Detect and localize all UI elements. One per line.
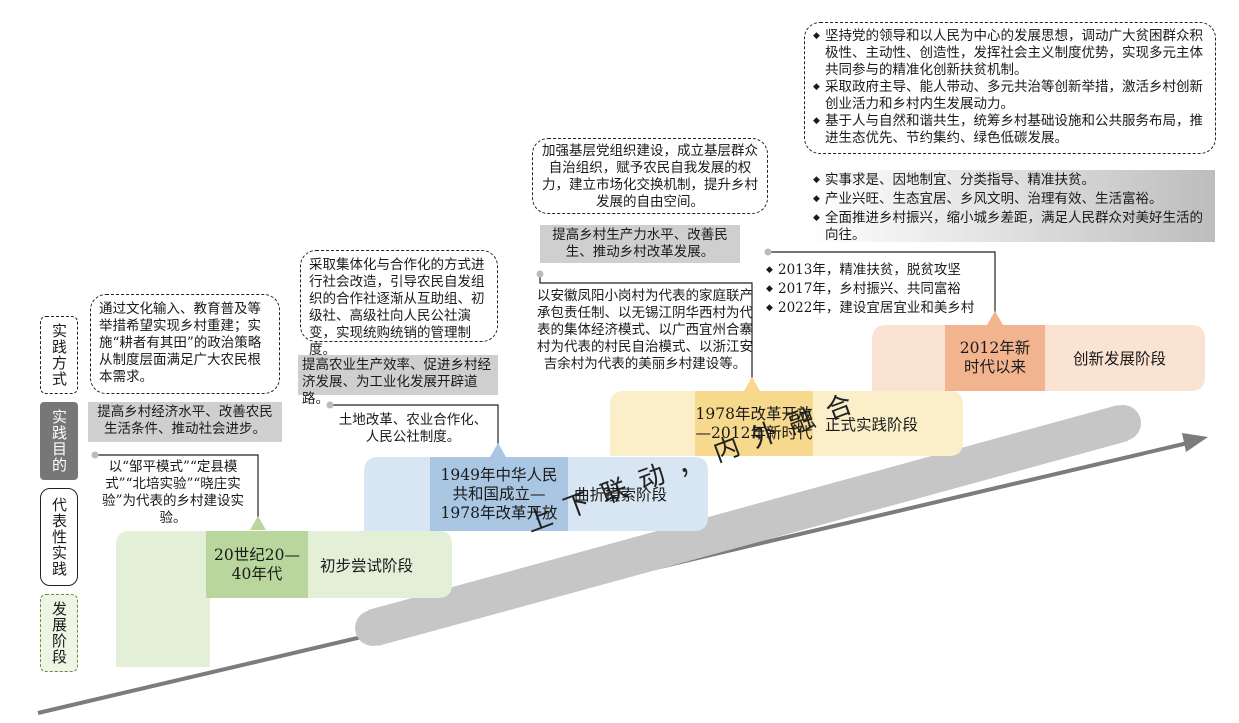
stage4-method-item: 基于人与自然和谐共生，统筹乡村基础设施和公共服务布局，推进生态优先、节约集约、绿… [813, 113, 1207, 147]
stage4-method-item: 采取政府主导、能人带动、多元共治等创新举措，激活乡村创新创业活力和乡村内生发展动… [813, 79, 1207, 113]
stage4-goal-item: 产业兴旺、生态宜居、乡风文明、治理有效、生活富裕。 [813, 191, 1207, 208]
stage4-practice-item: 2013年，精准扶贫，脱贫攻坚 [766, 262, 1006, 279]
stage1-step [116, 531, 452, 667]
stage2-name: 曲折摸索阶段 [574, 486, 668, 504]
slogan-band [368, 405, 1128, 646]
connector-1 [95, 454, 259, 518]
stage2-practice: 土地改革、农业合作化、人民公社制度。 [338, 412, 488, 445]
stage2-period-box [430, 457, 568, 531]
stage1-period-box [206, 531, 308, 598]
stage4-method-item: 坚持党的领导和以人民为中心的发展思想，调动广大贫困群众积极性、主动性、创造性，发… [813, 28, 1207, 79]
stage2-goal: 提高农业生产效率、促进乡村经济发展、为工业化发展开辟道路。 [298, 355, 498, 407]
legend-practice-goal: 实践目的 [40, 402, 78, 480]
stage4-practice-item: 2022年，建设宜居宜业和美乡村 [766, 300, 1006, 317]
stage2-period: 1949年中华人民共和国成立—1978年改革开放 [440, 465, 558, 522]
arrow-head [1182, 433, 1208, 452]
stage4-goal: 实事求是、因地制宜、分类指导、精准扶贫。 产业兴旺、生态宜居、乡风文明、治理有效… [805, 170, 1215, 244]
stage4-practice-item: 2017年，乡村振兴、共同富裕 [766, 281, 1006, 298]
stage4-practice: 2013年，精准扶贫，脱贫攻坚 2017年，乡村振兴、共同富裕 2022年，建设… [766, 262, 1006, 322]
stage1-name: 初步尝试阶段 [320, 557, 414, 575]
stage4-period: 2012年新时代以来 [959, 339, 1031, 376]
stage1-practice: 以“邹平模式”“定县模式”“北培实验”“晓庄实验”为代表的乡村建设实验。 [102, 459, 244, 526]
legend-practice-method: 实践方式 [40, 316, 78, 394]
stage4-name: 创新发展阶段 [1073, 350, 1167, 368]
stage1-goal: 提高乡村经济水平、改善农民生活条件、推动社会进步。 [88, 402, 282, 442]
stage4-goal-item: 实事求是、因地制宜、分类指导、精准扶贫。 [813, 172, 1207, 189]
connector-3 [539, 274, 753, 380]
stage3-period-box [695, 391, 813, 456]
stage4-method: 坚持党的领导和以人民为中心的发展思想，调动广大贫困群众积极性、主动性、创造性，发… [804, 22, 1216, 154]
stage3-name: 正式实践阶段 [825, 416, 919, 434]
connector-2 [330, 404, 499, 448]
stage1-period: 20世纪20—40年代 [214, 545, 300, 583]
stage4-goal-item: 全面推进乡村振兴，缩小城乡差距，满足人民群众对美好生活的向往。 [813, 210, 1207, 244]
stage4-period-box [945, 325, 1045, 391]
stage3-practice: 以安徽凤阳小岗村为代表的家庭联产承包责任制、以无锡江阴华西村为代表的集体经济模式… [537, 288, 753, 372]
legend-representative-practice: 代表性实践 [40, 488, 78, 586]
stage3-period: 1978年改革开放—2012年新时代 [695, 404, 813, 442]
stage1-method: 通过文化输入、教育普及等举措希望实现乡村重建；实施“耕者有其田”的政治策略从制度… [90, 294, 280, 394]
stage3-method: 加强基层党组织建设，成立基层群众自治组织，赋予农民自我发展的权力，建立市场化交换… [532, 138, 768, 214]
stage2-method: 采取集体化与合作化的方式进行社会改造，引导农民自发组织的合作社逐渐从互助组、初级… [300, 250, 498, 358]
stage3-goal: 提高乡村生产力水平、改善民生、推动乡村改革发展。 [540, 225, 740, 263]
legend-development-stage: 发展阶段 [40, 594, 78, 672]
